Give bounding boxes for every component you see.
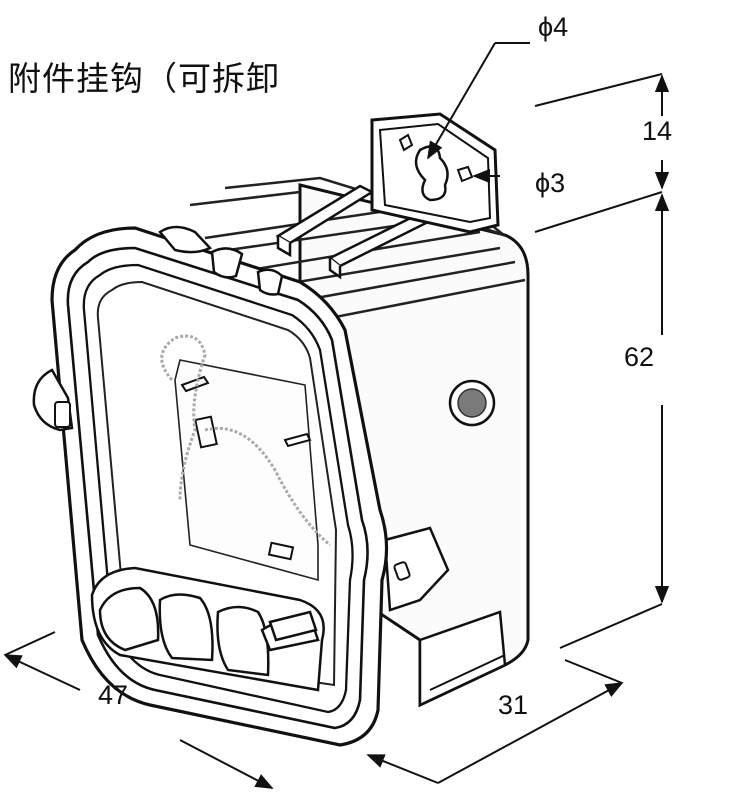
diagram-title: 附件挂钩（可拆卸	[8, 59, 280, 98]
cable-entries	[90, 566, 325, 692]
label-hole-large: ϕ4	[538, 12, 569, 42]
wire-loop	[160, 334, 331, 547]
frame-tabs	[158, 225, 284, 296]
label-depth: 31	[498, 690, 529, 720]
label-width: 47	[98, 680, 129, 710]
label-body-height: 62	[624, 342, 655, 372]
side-clip	[383, 526, 450, 612]
label-hole-small: ϕ3	[535, 168, 566, 198]
dimension-lines	[3, 42, 670, 789]
hook-plate	[370, 112, 500, 234]
label-hook-height: 14	[642, 116, 673, 146]
